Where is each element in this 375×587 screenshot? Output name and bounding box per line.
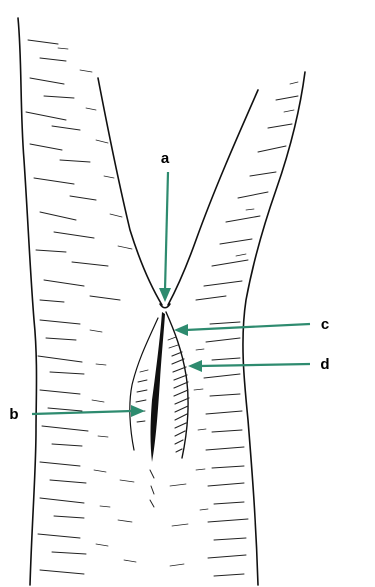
label-d: d [320,356,329,373]
arrow-a [165,172,168,290]
arrow-b [32,411,132,414]
label-b: b [9,406,18,423]
arrow-d [200,364,310,366]
label-a: a [161,150,170,167]
bark-texture [26,40,298,576]
label-c: c [321,316,329,333]
arrow-c [186,324,310,330]
callout-arrows [32,172,310,417]
